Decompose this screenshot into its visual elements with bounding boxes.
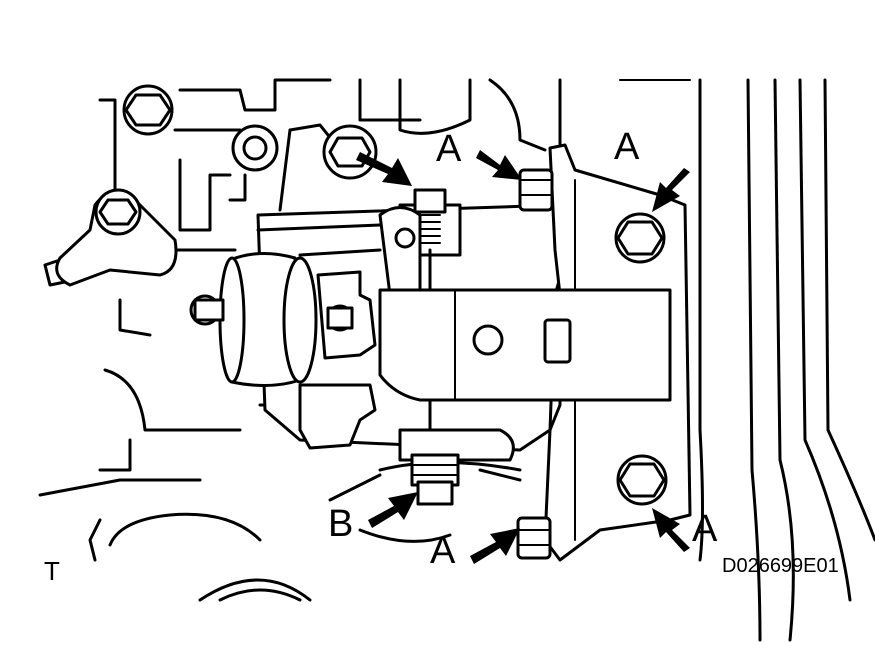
engine-block-background — [38, 78, 562, 497]
bolt-top-left — [122, 84, 174, 136]
arrow-a-plate-upper — [652, 168, 690, 212]
label-a-top: A — [436, 128, 462, 170]
pulley-bracket — [316, 270, 377, 360]
arrow-a-top-left — [356, 152, 412, 186]
arrow-b — [368, 492, 418, 528]
label-a-bottom: A — [430, 530, 456, 572]
bolt-plate-lower — [616, 454, 668, 506]
arrow-a-bottom — [470, 528, 520, 564]
label-b: B — [328, 503, 354, 545]
lower-mount-section — [298, 383, 522, 502]
lower-left-features — [88, 512, 452, 602]
tensioner-pulley — [189, 251, 318, 388]
figure-code: D026699E01 — [722, 555, 839, 577]
arrow-a-plate-lower — [652, 508, 690, 552]
label-a-bottom-right: A — [692, 508, 718, 550]
body-panel-lines — [619, 78, 875, 642]
bracket-arm — [55, 188, 178, 287]
arrow-a-top-right — [476, 150, 522, 180]
bolt-a-top — [518, 168, 554, 212]
bolt-a-bottom — [516, 516, 552, 560]
bolt-plate-upper — [614, 212, 666, 264]
label-a-top-right: A — [614, 126, 640, 168]
bolt-b — [410, 453, 460, 506]
mount-front-plate — [378, 288, 672, 402]
bolt-upper-center — [322, 124, 378, 180]
center-stud — [378, 188, 462, 457]
washer-top-left — [231, 124, 279, 172]
label-t: T — [44, 556, 60, 586]
